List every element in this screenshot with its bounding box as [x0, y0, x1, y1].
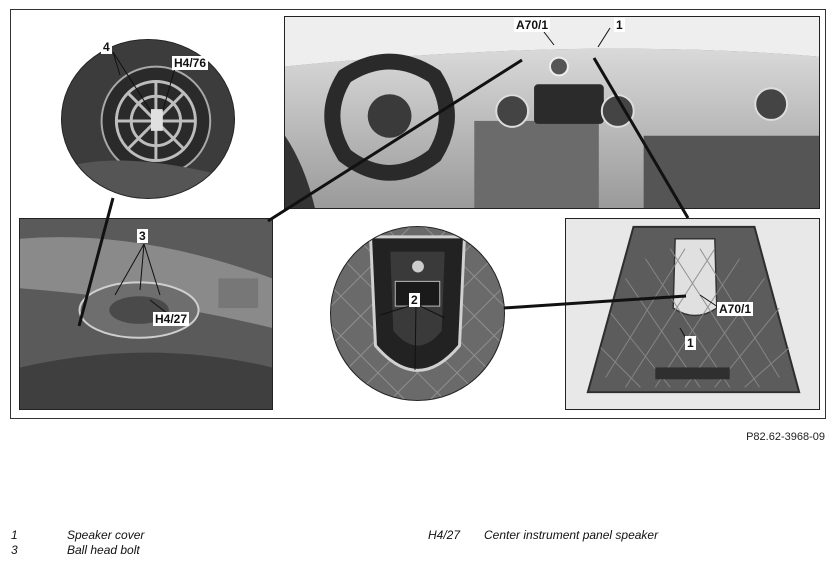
legend-code: H4/27: [428, 528, 461, 542]
figure-reference: P82.62-3968-09: [746, 431, 825, 443]
legend-text: Center instrument panel speaker: [484, 528, 659, 542]
speaker-closeup-inset: [61, 39, 235, 199]
callout-3: 3: [137, 229, 148, 243]
callout-h4-76: H4/76: [172, 56, 209, 70]
callout-2: 2: [409, 293, 420, 307]
sensor-closeup-inset: [330, 226, 505, 401]
legend-code: 3: [11, 543, 18, 557]
legend-item: 3 Ball head bolt: [11, 543, 144, 558]
callout-1-top: 1: [614, 18, 625, 32]
legend-left-column: 1 Speaker cover 3 Ball head bolt: [11, 528, 144, 558]
dashboard-photo: [284, 16, 820, 209]
speaker-cover-photo: [565, 218, 820, 410]
legend-item: H4/27 Center instrument panel speaker: [428, 528, 658, 543]
legend-text: Speaker cover: [67, 528, 145, 542]
callout-h4-27: H4/27: [153, 312, 190, 326]
legend-text: Ball head bolt: [67, 543, 140, 557]
speaker-location-photo: [19, 218, 273, 410]
callout-1-right: 1: [685, 336, 696, 350]
callout-4: 4: [101, 40, 112, 54]
callout-a70-1-right: A70/1: [717, 302, 754, 316]
callout-a70-1-top: A70/1: [514, 18, 551, 32]
legend-code: 1: [11, 528, 18, 542]
legend-item: 1 Speaker cover: [11, 528, 144, 543]
legend-right-column: H4/27 Center instrument panel speaker: [428, 528, 658, 543]
